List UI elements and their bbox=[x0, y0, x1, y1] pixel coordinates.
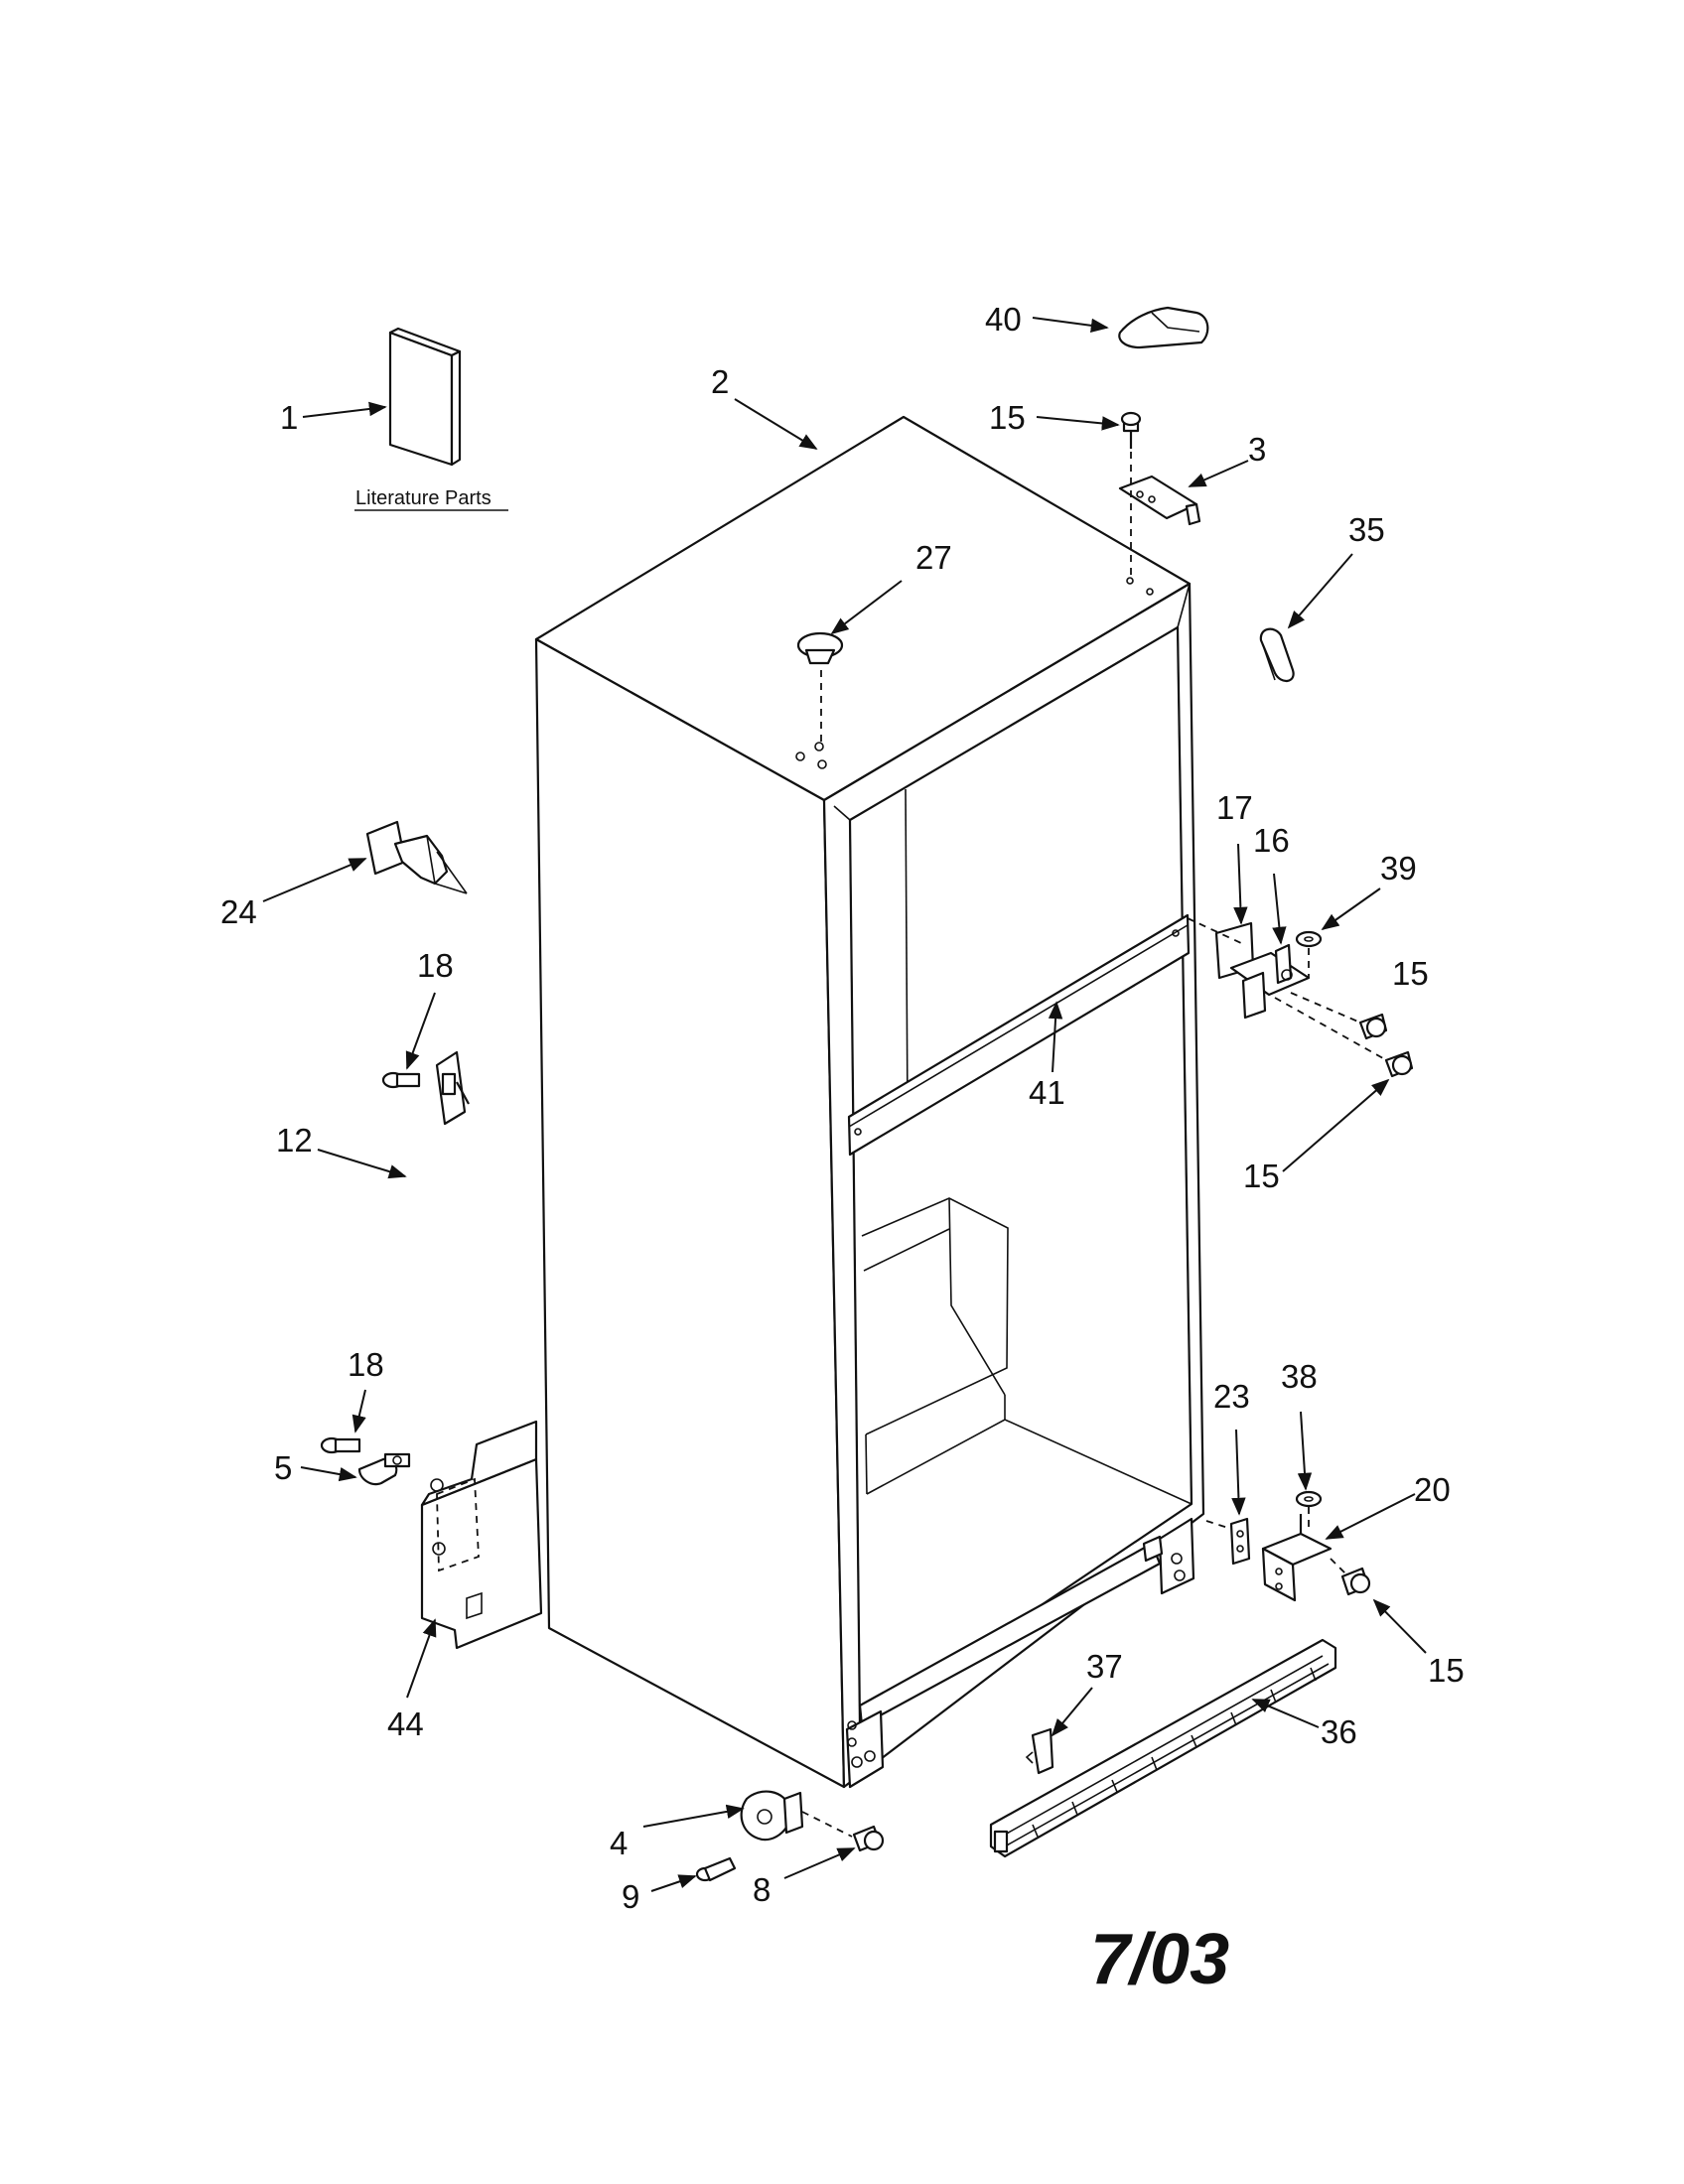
roller-pin bbox=[695, 1856, 737, 1882]
callout-39: 39 bbox=[1380, 850, 1417, 887]
callout-2: 2 bbox=[711, 363, 729, 400]
callout-15-center: 15 bbox=[1392, 955, 1429, 992]
hinge-washer-center bbox=[1295, 930, 1323, 948]
callout-38: 38 bbox=[1281, 1358, 1318, 1395]
callout-18-lower: 18 bbox=[348, 1346, 384, 1383]
hinge-screw-center-a bbox=[1358, 1013, 1388, 1040]
divider-bar bbox=[847, 913, 1191, 1157]
callout-44: 44 bbox=[387, 1706, 424, 1742]
date-code: 7/03 bbox=[1090, 1920, 1229, 1999]
leader-lines bbox=[262, 317, 1427, 1892]
callout-12: 12 bbox=[276, 1122, 313, 1159]
callout-15-right: 15 bbox=[1243, 1158, 1280, 1194]
door-stop-pin bbox=[365, 820, 468, 894]
callout-9: 9 bbox=[622, 1878, 639, 1915]
callout-24: 24 bbox=[220, 893, 257, 930]
refrigerator-cabinet bbox=[534, 415, 1205, 1789]
callout-37: 37 bbox=[1086, 1648, 1123, 1685]
callout-5: 5 bbox=[274, 1449, 292, 1486]
hinge-screw-upper bbox=[381, 1071, 421, 1089]
callout-15-top: 15 bbox=[989, 399, 1026, 436]
top-hinge bbox=[1118, 475, 1201, 526]
grille-clip bbox=[1025, 1727, 1054, 1775]
toe-grille bbox=[989, 1638, 1337, 1858]
roller-screw bbox=[852, 1825, 885, 1852]
callout-40: 40 bbox=[985, 301, 1022, 338]
callout-8: 8 bbox=[753, 1871, 771, 1908]
top-hinge-cover bbox=[1118, 306, 1209, 349]
bottom-hinge bbox=[1261, 1514, 1333, 1602]
callout-3: 3 bbox=[1248, 431, 1266, 468]
cabinet-plug bbox=[795, 631, 844, 769]
callout-36: 36 bbox=[1321, 1713, 1357, 1750]
door-hinge-pin-upper bbox=[435, 1050, 470, 1126]
callout-17: 17 bbox=[1216, 789, 1253, 826]
callout-4: 4 bbox=[610, 1825, 628, 1861]
hinge-screw-center-b bbox=[1384, 1050, 1414, 1078]
hinge-washer-lower bbox=[1295, 1490, 1323, 1508]
clamp-screw bbox=[320, 1436, 361, 1454]
callout-41: 41 bbox=[1029, 1074, 1065, 1111]
rear-access-panel bbox=[420, 1420, 543, 1650]
center-hinge-bracket bbox=[1214, 921, 1311, 1020]
roller-assembly bbox=[740, 1790, 804, 1842]
hinge-shim bbox=[1229, 1517, 1251, 1566]
callout-18-upper: 18 bbox=[417, 947, 454, 984]
tube-clip bbox=[1259, 627, 1295, 682]
cord-clamp bbox=[357, 1452, 411, 1486]
center-hinge-pin bbox=[1274, 943, 1293, 985]
bottom-hinge-screw bbox=[1340, 1567, 1371, 1596]
literature-parts-booklet bbox=[388, 327, 462, 467]
callout-1: 1 bbox=[280, 399, 298, 436]
callout-15-lower: 15 bbox=[1428, 1652, 1465, 1689]
callout-23: 23 bbox=[1213, 1378, 1250, 1415]
literature-parts-label: Literature Parts bbox=[355, 487, 491, 509]
callout-16: 16 bbox=[1253, 822, 1290, 859]
callout-27: 27 bbox=[915, 539, 952, 576]
top-hinge-screw bbox=[1120, 411, 1142, 449]
callout-20: 20 bbox=[1414, 1471, 1451, 1508]
callout-35: 35 bbox=[1348, 511, 1385, 548]
